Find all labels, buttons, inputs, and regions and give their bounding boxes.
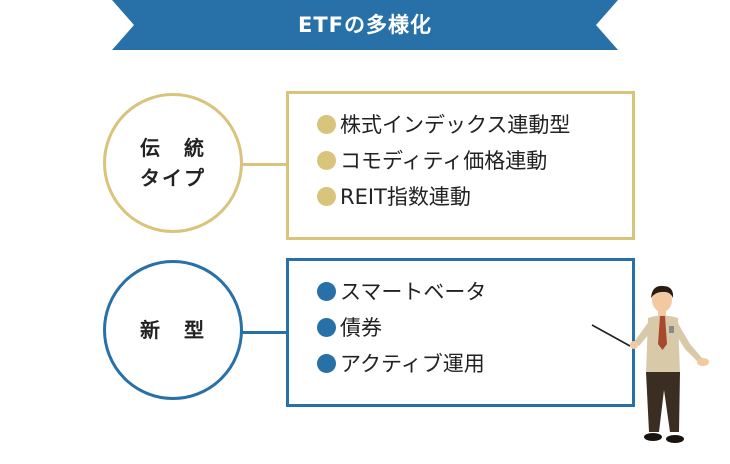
connector-line-new — [241, 331, 288, 334]
category-label-line: 新 型 — [140, 318, 206, 342]
bullet-dot-icon — [317, 150, 336, 170]
items-box-traditional: 株式インデックス連動型 コモディティ価格連動 REIT指数連動 — [286, 91, 635, 240]
bullet-dot-icon — [317, 281, 336, 301]
bullet-dot-icon — [317, 186, 336, 206]
list-item-label: 債券 — [340, 316, 382, 340]
list-item-label: コモディティ価格連動 — [340, 149, 548, 173]
bullet-dot-icon — [317, 353, 336, 373]
category-label-line: 伝 統 — [140, 136, 206, 160]
category-circle-new: 新 型 — [103, 260, 243, 400]
list-item: 株式インデックス連動型 — [317, 106, 632, 142]
list-item: REIT指数連動 — [317, 178, 632, 214]
category-label-line: タイプ — [140, 166, 206, 190]
list-item: コモディティ価格連動 — [317, 142, 632, 178]
bullet-dot-icon — [317, 114, 336, 134]
list-item: 債券 — [317, 309, 632, 345]
list-item-label: 株式インデックス連動型 — [340, 113, 571, 137]
list-item-label: アクティブ運用 — [340, 352, 485, 376]
title-banner: ETFの多様化 — [112, 0, 618, 50]
presenter-with-pointer-icon — [591, 285, 709, 443]
list-item-label: REIT指数連動 — [340, 185, 471, 209]
bullet-dot-icon — [317, 317, 336, 337]
page-title: ETFの多様化 — [297, 13, 432, 37]
category-circle-traditional: 伝 統 タイプ — [103, 93, 243, 233]
connector-line-traditional — [241, 163, 288, 166]
list-item: スマートベータ — [317, 273, 632, 309]
list-item-label: スマートベータ — [340, 280, 487, 304]
list-item: アクティブ運用 — [317, 345, 632, 381]
ribbon-shape — [112, 0, 618, 50]
items-box-new: スマートベータ 債券 アクティブ運用 — [286, 258, 635, 407]
